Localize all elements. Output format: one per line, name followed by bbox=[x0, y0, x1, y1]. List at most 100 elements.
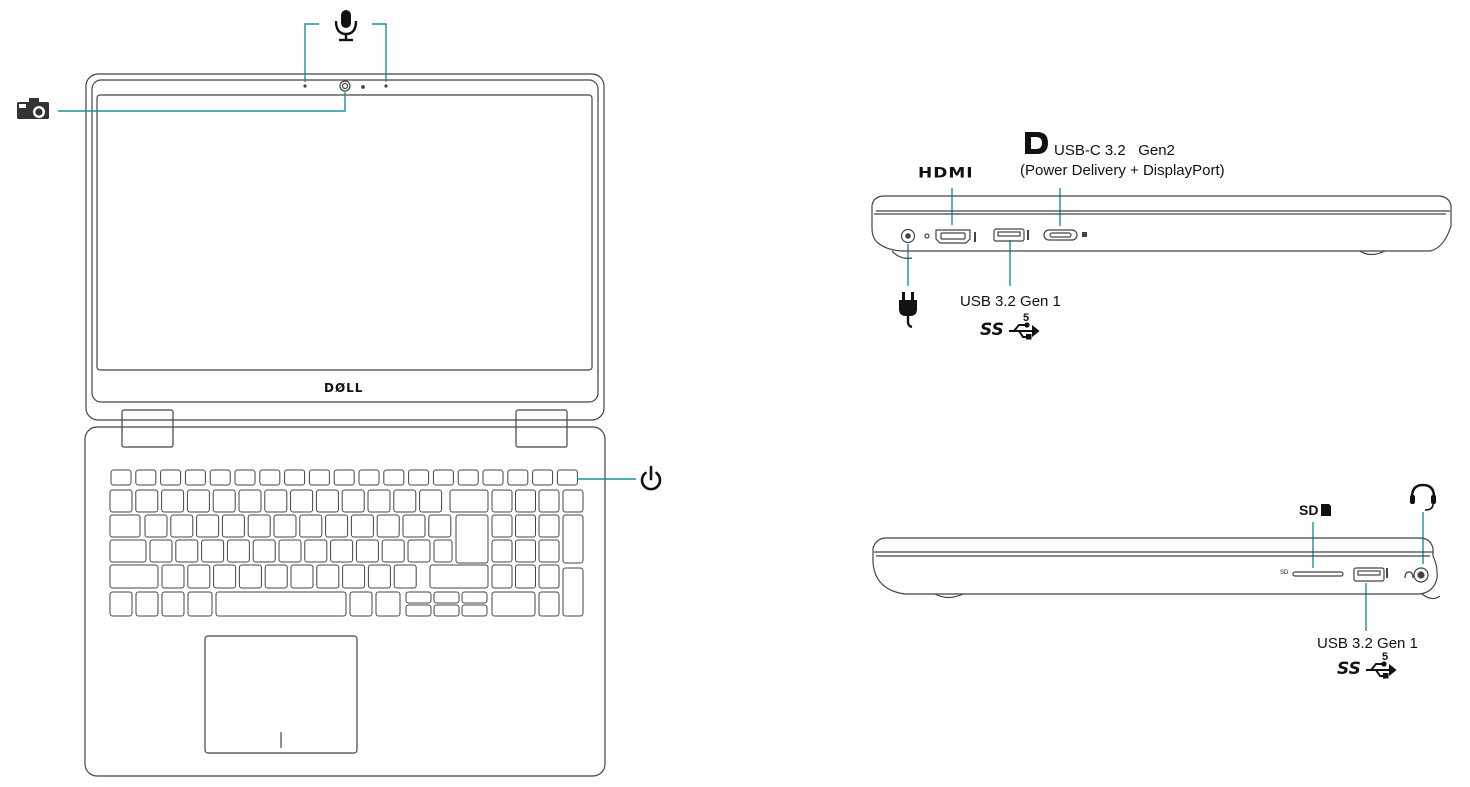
right-foot-front bbox=[1421, 593, 1441, 600]
function-key bbox=[532, 469, 554, 486]
usb-c-dp-mark bbox=[1082, 232, 1087, 237]
keyboard-key bbox=[515, 489, 536, 513]
function-key bbox=[308, 469, 330, 486]
hdmi-logo: HDMI bbox=[918, 164, 974, 182]
keyboard-key bbox=[315, 489, 339, 513]
keyboard-key bbox=[393, 489, 417, 513]
function-key bbox=[259, 469, 281, 486]
keyboard-key bbox=[375, 591, 401, 617]
enter-key bbox=[455, 514, 489, 564]
left-side-view bbox=[871, 195, 1452, 259]
keyboard-key bbox=[290, 564, 314, 589]
mic-hole-left bbox=[303, 84, 307, 88]
keyboard-key bbox=[304, 539, 328, 563]
left-foot-front bbox=[891, 250, 913, 259]
keyboard-key bbox=[213, 564, 237, 589]
function-key bbox=[284, 469, 306, 486]
arrow-key bbox=[405, 604, 432, 617]
lid-outer bbox=[85, 73, 605, 421]
right-side-view bbox=[872, 537, 1441, 600]
keyboard-key bbox=[201, 539, 225, 563]
lid-inner-bezel bbox=[91, 79, 599, 403]
usb-right-mark bbox=[1386, 568, 1388, 578]
usbc-label-line1: USB-C 3.2 Gen2 bbox=[1054, 142, 1175, 159]
keyboard-key bbox=[144, 514, 168, 538]
webcam-inner bbox=[341, 82, 349, 90]
keyboard-key bbox=[538, 591, 560, 617]
arrow-down-key bbox=[433, 604, 460, 617]
dc-in-port bbox=[900, 228, 916, 244]
dc-in-led bbox=[924, 233, 930, 239]
keyboard-key bbox=[428, 514, 452, 538]
keyboard-key bbox=[170, 514, 194, 538]
keyboard-key bbox=[161, 564, 185, 589]
function-key bbox=[457, 469, 479, 486]
arrow-key bbox=[461, 604, 488, 617]
sd-card-icon bbox=[1321, 504, 1331, 516]
function-key bbox=[333, 469, 355, 486]
usb-a-port-right-inner bbox=[1357, 570, 1381, 576]
usb-a-left-label: USB 3.2 Gen 1 bbox=[960, 293, 1061, 310]
arrow-key bbox=[461, 591, 488, 604]
audio-jack-inner bbox=[1417, 571, 1425, 579]
function-key bbox=[209, 469, 231, 486]
spacebar-key bbox=[215, 591, 347, 617]
keyboard-key bbox=[491, 564, 513, 589]
hinge-right bbox=[515, 409, 568, 448]
function-key bbox=[135, 469, 157, 486]
keyboard-key bbox=[349, 591, 373, 617]
mic-hole-right bbox=[384, 84, 388, 88]
usb-left-mark bbox=[1027, 230, 1029, 240]
keyboard-key bbox=[252, 539, 276, 563]
keyboard-key bbox=[330, 539, 354, 563]
display-screen bbox=[96, 94, 593, 371]
keyboard-key bbox=[376, 514, 400, 538]
right-shift-key bbox=[429, 564, 489, 589]
keyboard-key bbox=[135, 489, 159, 513]
webcam-light bbox=[361, 85, 365, 89]
keyboard-key bbox=[149, 539, 173, 563]
keyboard-key bbox=[367, 489, 391, 513]
camera-icon bbox=[17, 98, 49, 119]
power-icon bbox=[640, 465, 662, 491]
hdmi-port bbox=[935, 229, 971, 244]
keyboard-key bbox=[135, 591, 159, 617]
keyboard-key bbox=[562, 489, 584, 513]
usb-a-right-label: USB 3.2 Gen 1 bbox=[1317, 635, 1418, 652]
touchpad bbox=[204, 635, 358, 754]
superspeed-left-text: SS bbox=[980, 320, 1004, 340]
keyboard-key bbox=[278, 539, 302, 563]
keyboard-key bbox=[515, 539, 536, 563]
usb-a-port-right bbox=[1353, 567, 1385, 582]
keyboard-key bbox=[538, 564, 560, 589]
keyboard-key bbox=[491, 489, 513, 513]
left-side-body bbox=[871, 195, 1452, 252]
hdmi-mark bbox=[974, 232, 976, 242]
keyboard-key bbox=[247, 514, 271, 538]
sd-label: SD bbox=[1299, 502, 1319, 518]
keyboard-key bbox=[196, 514, 220, 538]
keyboard-key bbox=[367, 564, 391, 589]
power-plug-icon bbox=[899, 292, 917, 329]
usb-a-port-left-inner bbox=[997, 231, 1021, 237]
keyboard-key bbox=[491, 539, 513, 563]
superspeed-right-number: 5 bbox=[1382, 651, 1389, 663]
keyboard-key bbox=[175, 539, 199, 563]
keyboard bbox=[109, 469, 584, 617]
mic-callout-left bbox=[304, 23, 319, 82]
keyboard-key bbox=[273, 514, 297, 538]
usbc-label-line2: (Power Delivery + DisplayPort) bbox=[1020, 162, 1225, 179]
hdmi-port-inner bbox=[940, 232, 966, 240]
function-key bbox=[184, 469, 206, 486]
numpad-plus-key bbox=[562, 514, 584, 564]
sd-card-slot bbox=[1292, 571, 1344, 577]
laptop-base bbox=[84, 426, 606, 777]
keyboard-key bbox=[515, 514, 536, 538]
camera-callout bbox=[58, 92, 346, 112]
keyboard-key bbox=[186, 489, 210, 513]
audio-jack-outer bbox=[1413, 567, 1429, 583]
keyboard-key bbox=[491, 514, 513, 538]
superspeed-left-number: 5 bbox=[1023, 312, 1030, 324]
keyboard-key bbox=[226, 539, 250, 563]
